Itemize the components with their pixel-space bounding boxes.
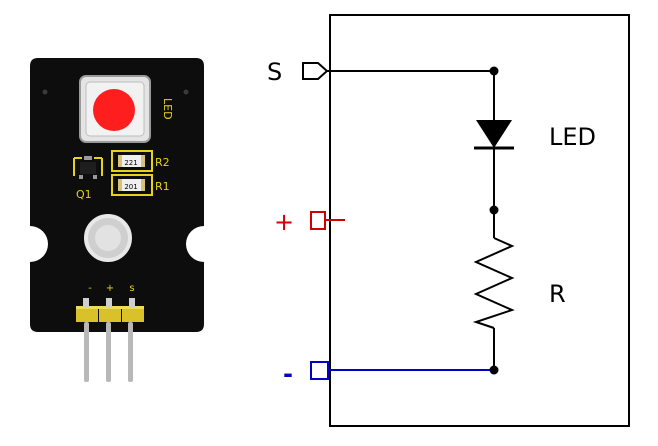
led-light — [93, 89, 135, 131]
plus-connector — [310, 211, 326, 230]
r1-code: 201 — [124, 183, 137, 191]
resistor-label: R — [549, 280, 566, 308]
schematic: S LED + R - — [267, 14, 630, 427]
minus-connector — [310, 361, 329, 380]
pcb-led-label: LED — [161, 98, 174, 120]
plus-label: + — [274, 208, 294, 236]
signal-label: S — [267, 58, 282, 86]
node-bottom — [489, 365, 499, 375]
led-diode-symbol — [476, 120, 512, 148]
pcb-r2-label: R2 — [155, 156, 170, 169]
r2-code: 221 — [124, 159, 137, 167]
signal-connector — [302, 62, 329, 80]
pcb-q1-label: Q1 — [76, 188, 92, 201]
pin-label-minus: - — [88, 283, 92, 294]
led-module-board: LED 221 R2 201 R1 Q1 - + s — [30, 58, 204, 382]
pin-label-signal: s — [129, 283, 134, 294]
schematic-led-label: LED — [549, 123, 596, 151]
minus-label: - — [283, 360, 293, 388]
resistor-symbol — [472, 237, 515, 329]
header-pins — [76, 298, 144, 382]
schematic-frame — [329, 14, 630, 427]
pcb-r1-label: R1 — [155, 180, 170, 193]
pin-label-plus: + — [106, 283, 114, 294]
